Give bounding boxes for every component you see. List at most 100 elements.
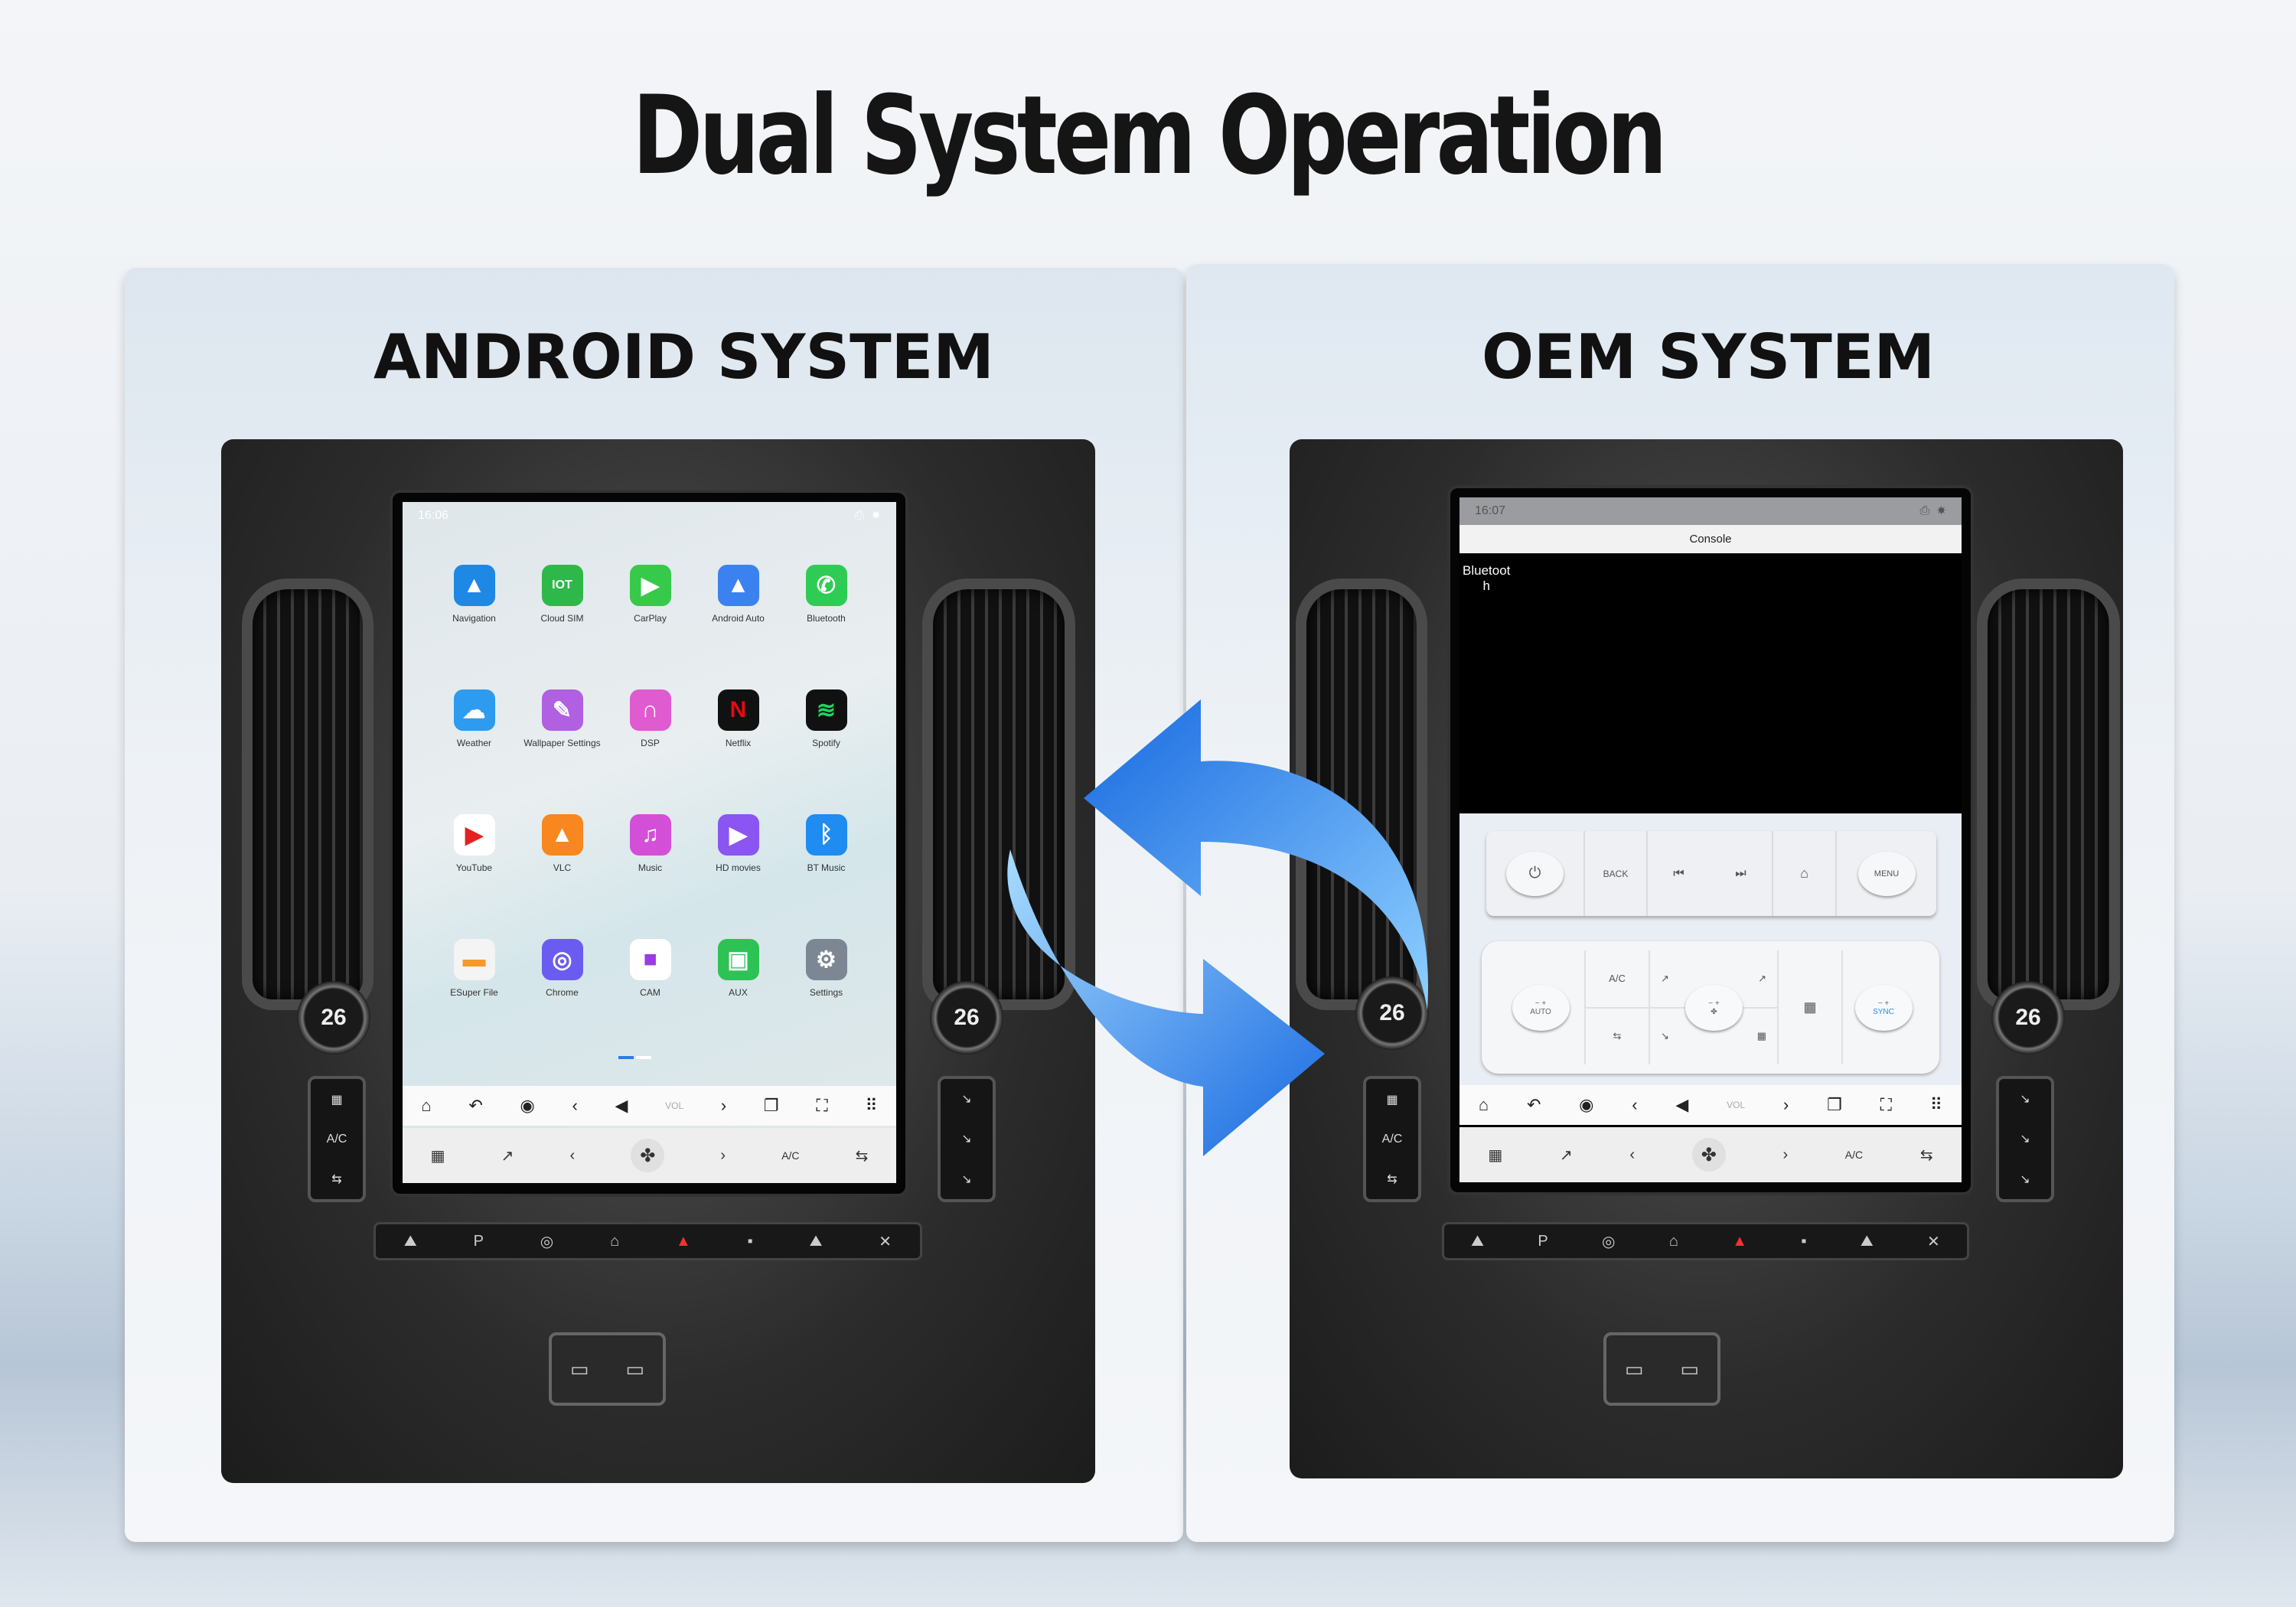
brightness-icon[interactable]: ☀: [871, 509, 881, 522]
page-dot-active[interactable]: [618, 1056, 634, 1059]
app-drawer-icon[interactable]: ⠿: [1929, 1095, 1943, 1114]
floor-vent-icon[interactable]: ↘: [1661, 1030, 1669, 1042]
lock-icon[interactable]: ▪: [747, 1232, 753, 1250]
hill-icon[interactable]: ⛰: [809, 1232, 823, 1250]
seat-icon[interactable]: ↘: [2020, 1133, 2030, 1146]
defrost-icon[interactable]: ▦: [331, 1093, 343, 1107]
temp-up-button[interactable]: +: [1541, 999, 1547, 1008]
temp-knob-right[interactable]: 26: [930, 981, 1003, 1054]
home-icon[interactable]: ⌂: [421, 1096, 432, 1115]
temp-knob-left[interactable]: 26: [297, 981, 370, 1054]
app-bluetooth[interactable]: ✆Bluetooth: [782, 565, 870, 689]
offroad-icon[interactable]: ⛰: [403, 1232, 417, 1250]
screenshot-icon[interactable]: ⛶: [1880, 1095, 1893, 1114]
app-weather[interactable]: ☁Weather: [430, 689, 518, 814]
recirculation-icon[interactable]: ⇆: [1919, 1146, 1933, 1164]
ac-button[interactable]: A/C: [1844, 1149, 1864, 1161]
ac-button[interactable]: A/C: [326, 1132, 347, 1146]
seat-icon[interactable]: ↘: [961, 1093, 972, 1107]
app-aux[interactable]: ▣AUX: [694, 939, 782, 1064]
hazard-icon[interactable]: ▲: [676, 1232, 691, 1250]
temp-knob-right[interactable]: 26: [1991, 981, 2065, 1054]
back-icon[interactable]: ↶: [468, 1096, 483, 1115]
offroad-icon[interactable]: ⛰: [1471, 1232, 1484, 1250]
power-button[interactable]: ⏻: [1506, 851, 1564, 896]
steering-wheel-icon[interactable]: ◉: [1579, 1095, 1594, 1114]
app-vlc[interactable]: ▲VLC: [518, 814, 606, 939]
recent-apps-icon[interactable]: ❐: [1827, 1095, 1842, 1114]
auto-label[interactable]: AUTO: [1530, 1007, 1551, 1016]
back-icon[interactable]: ↶: [1527, 1095, 1541, 1114]
back-button[interactable]: BACK: [1585, 831, 1648, 916]
tow-icon[interactable]: ✕: [1926, 1233, 1940, 1250]
hazard-icon[interactable]: ▲: [1732, 1232, 1748, 1250]
temp-up-button[interactable]: +: [1884, 999, 1890, 1008]
ac-button[interactable]: A/C: [1586, 950, 1649, 1009]
app-carplay[interactable]: ▶CarPlay: [606, 565, 694, 689]
page-dot[interactable]: [636, 1056, 651, 1059]
traction-icon[interactable]: ◎: [540, 1233, 554, 1250]
app-hd-movies[interactable]: ▶HD movies: [694, 814, 782, 939]
fan-icon[interactable]: ✤: [1691, 1138, 1726, 1172]
lock-icon[interactable]: ▪: [1801, 1232, 1807, 1250]
car-icon[interactable]: ⌂: [610, 1232, 620, 1250]
app-music[interactable]: ♫Music: [606, 814, 694, 939]
app-chrome[interactable]: ◎Chrome: [518, 939, 606, 1064]
fan-icon[interactable]: ✤: [631, 1139, 665, 1172]
app-youtube[interactable]: ▶YouTube: [430, 814, 518, 939]
fan-up-button[interactable]: ›: [1782, 1146, 1789, 1163]
app-esuper-file[interactable]: ▬ESuper File: [430, 939, 518, 1064]
vol-up-button[interactable]: ›: [1782, 1095, 1789, 1114]
defrost-icon[interactable]: ▦: [1386, 1093, 1398, 1107]
fan-down-button[interactable]: ‹: [569, 1146, 576, 1164]
face-vent-icon[interactable]: ↗: [1661, 972, 1669, 984]
seat-airflow-icon[interactable]: ↗: [1559, 1146, 1573, 1164]
screenshot-icon[interactable]: ⛶: [816, 1096, 828, 1115]
seat-airflow-icon[interactable]: ↗: [501, 1147, 514, 1165]
home-button[interactable]: ⌂: [1773, 831, 1837, 916]
app-wallpaper-settings[interactable]: ✎Wallpaper Settings: [518, 689, 606, 814]
app-cam[interactable]: ■CAM: [606, 939, 694, 1064]
seat-icon[interactable]: ↘: [2020, 1172, 2030, 1186]
car-icon[interactable]: ⌂: [1668, 1232, 1678, 1250]
vol-down-button[interactable]: ‹: [1632, 1095, 1638, 1114]
seat-icon[interactable]: ↘: [961, 1133, 972, 1146]
fan-down-button[interactable]: ‹: [1629, 1146, 1636, 1163]
tow-icon[interactable]: ✕: [879, 1233, 892, 1250]
vol-down-button[interactable]: ‹: [572, 1096, 578, 1115]
bluetooth-label[interactable]: Bluetoot h: [1463, 563, 1511, 593]
fan-up-button[interactable]: ›: [720, 1146, 726, 1164]
home-icon[interactable]: ⌂: [1478, 1095, 1489, 1114]
park-assist-icon[interactable]: P: [1538, 1232, 1548, 1250]
traction-icon[interactable]: ◎: [1602, 1233, 1616, 1250]
defrost-vent-icon[interactable]: ↗: [1758, 972, 1766, 984]
temp-knob-left[interactable]: 26: [1355, 976, 1429, 1050]
recirc-icon[interactable]: ⇆: [1387, 1172, 1397, 1186]
menu-button[interactable]: MENU: [1857, 851, 1916, 896]
hill-icon[interactable]: ⛰: [1860, 1232, 1874, 1250]
temp-down-button[interactable]: −: [1877, 999, 1883, 1008]
ac-button[interactable]: A/C: [1381, 1132, 1403, 1146]
brightness-icon[interactable]: ☀: [1936, 504, 1946, 517]
seat-icon[interactable]: ↘: [2020, 1093, 2030, 1107]
fan-speed-dial[interactable]: − +✤: [1685, 985, 1743, 1031]
app-dsp[interactable]: ∩DSP: [606, 689, 694, 814]
fan-up-button[interactable]: +: [1714, 999, 1720, 1008]
steering-wheel-icon[interactable]: ◉: [520, 1096, 535, 1115]
app-settings[interactable]: ⚙Settings: [782, 939, 870, 1064]
recirc-icon[interactable]: ⇆: [331, 1172, 342, 1186]
rear-defrost-icon[interactable]: ▦: [1756, 1030, 1766, 1042]
front-defrost-button[interactable]: ▦: [1779, 950, 1843, 1064]
app-spotify[interactable]: ≋Spotify: [782, 689, 870, 814]
vol-up-button[interactable]: ›: [720, 1096, 727, 1115]
defrost-icon[interactable]: ▦: [1488, 1146, 1503, 1164]
app-android-auto[interactable]: ▲Android Auto: [694, 565, 782, 689]
app-drawer-icon[interactable]: ⠿: [865, 1096, 878, 1115]
next-track-button[interactable]: ⏭: [1735, 866, 1746, 880]
ac-button[interactable]: A/C: [781, 1149, 800, 1162]
temp-down-button[interactable]: −: [1534, 999, 1540, 1008]
sync-label[interactable]: SYNC: [1873, 1007, 1894, 1016]
defrost-icon[interactable]: ▦: [430, 1147, 445, 1165]
